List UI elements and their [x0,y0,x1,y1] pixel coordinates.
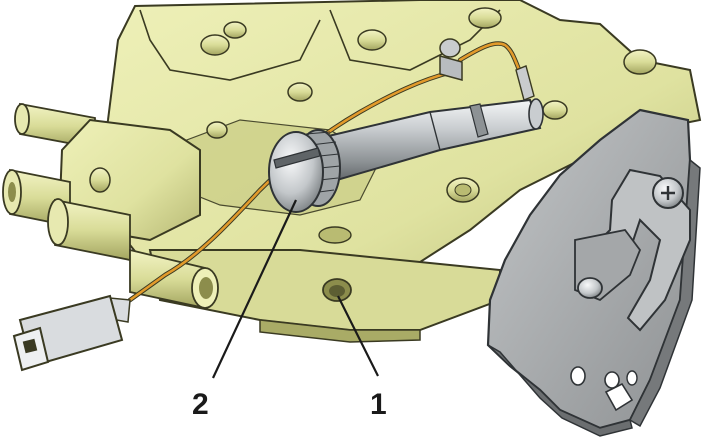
leader-line-1 [337,295,379,377]
callout-label-1: 1 [370,388,387,421]
wire-connector [12,294,131,372]
flange-hole-inner [329,285,345,297]
leader-line-2 [212,199,297,379]
callout-label-2: 2 [192,388,209,421]
block-screw [89,167,111,193]
rod-pin [577,277,603,299]
body-recess [318,226,352,244]
wire-clamp [439,38,463,81]
plate-hole [626,370,638,386]
boss-screws [200,7,657,203]
fuel-fittings [2,102,219,310]
wire-terminal [515,65,535,101]
flange-face [259,319,421,343]
throttle-sector-plate [486,108,701,437]
top-rib [139,9,321,81]
screw-slot [273,147,321,169]
idle-adjusting-screw [268,98,544,213]
plate-hole [570,366,586,386]
top-rib [329,9,501,71]
plate-hole [604,371,620,389]
plate-slot [604,382,634,412]
callout-leaders [212,199,379,379]
